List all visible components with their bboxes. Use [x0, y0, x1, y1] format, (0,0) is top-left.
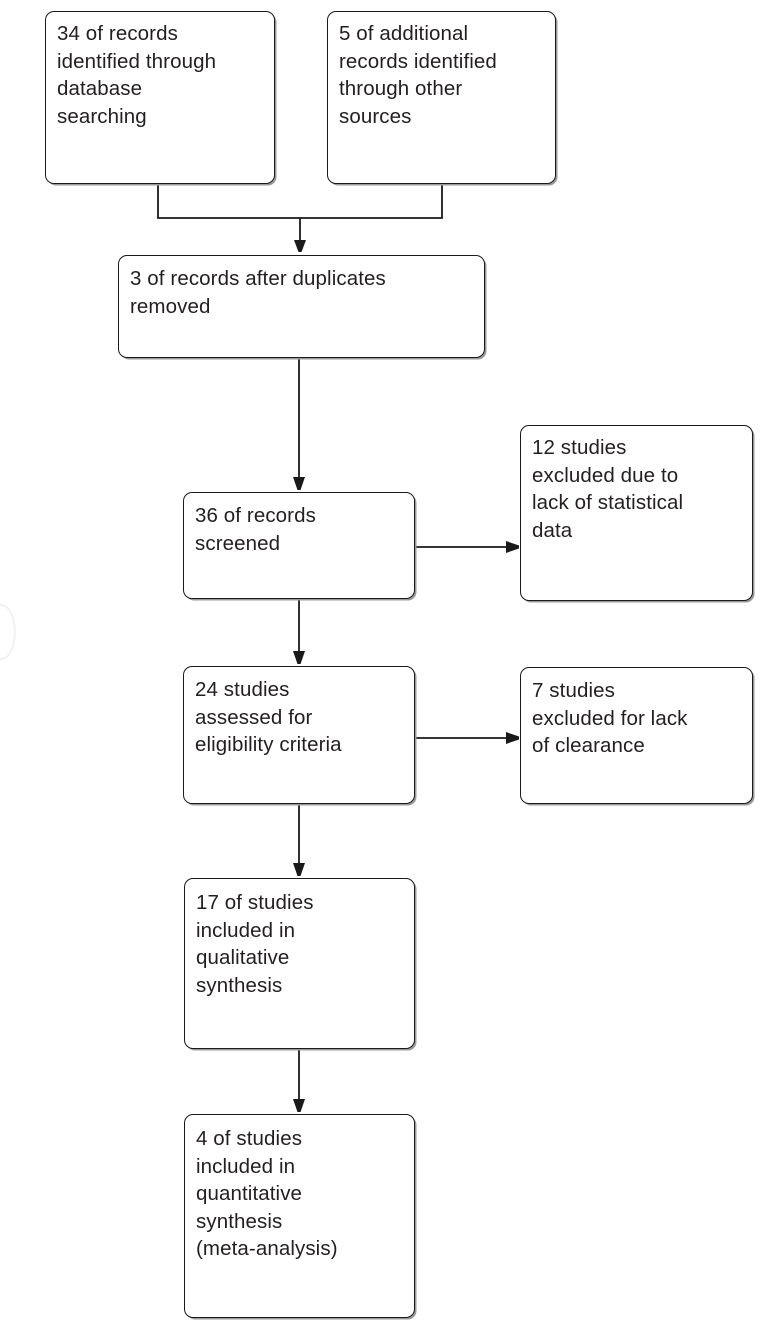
- node-studies-excluded-clearance-text: 7 studies excluded for lack of clearance: [532, 679, 688, 757]
- node-records-identified-database-text: 34 of records identified through databas…: [57, 22, 217, 128]
- node-studies-excluded-statistical-data-text: 12 studies excluded due to lack of stati…: [532, 436, 684, 542]
- edge-screened-to-eligibility: [293, 600, 305, 664]
- edge-eligibility-to-qualitative: [293, 805, 305, 876]
- edge-merge-to-duplicates: [294, 218, 306, 252]
- node-studies-assessed-eligibility: 24 studies assessed for eligibility crit…: [183, 666, 415, 804]
- node-records-screened: 36 of records screened: [183, 492, 415, 599]
- node-studies-assessed-eligibility-text: 24 studies assessed for eligibility crit…: [195, 678, 342, 756]
- node-records-identified-database: 34 of records identified through databas…: [45, 11, 275, 184]
- node-records-after-duplicates-removed-text: 3 of records after duplicates removed: [130, 267, 386, 318]
- node-records-after-duplicates-removed: 3 of records after duplicates removed: [118, 255, 485, 358]
- edge-qualitative-to-quantitative: [293, 1050, 305, 1112]
- node-studies-excluded-statistical-data: 12 studies excluded due to lack of stati…: [520, 425, 753, 601]
- edge-db-records-to-duplicates: [157, 185, 300, 219]
- node-studies-included-qualitative-synthesis: 17 of studies included in qualitative sy…: [184, 878, 415, 1049]
- node-records-screened-text: 36 of records screened: [195, 504, 316, 555]
- node-studies-included-quantitative-synthesis-text: 4 of studies included in quantitative sy…: [196, 1127, 338, 1260]
- edge-eligibility-to-excluded-clearance: [415, 732, 519, 744]
- node-records-identified-other-sources-text: 5 of additional records identified throu…: [339, 22, 497, 128]
- edge-screened-to-excluded-statistical: [415, 541, 519, 553]
- node-studies-included-qualitative-synthesis-text: 17 of studies included in qualitative sy…: [196, 891, 314, 997]
- edge-other-records-to-duplicates: [300, 185, 443, 219]
- node-studies-excluded-clearance: 7 studies excluded for lack of clearance: [520, 667, 753, 804]
- edge-duplicates-to-screened: [293, 359, 305, 490]
- node-records-identified-other-sources: 5 of additional records identified throu…: [327, 11, 556, 184]
- node-studies-included-quantitative-synthesis: 4 of studies included in quantitative sy…: [184, 1114, 415, 1318]
